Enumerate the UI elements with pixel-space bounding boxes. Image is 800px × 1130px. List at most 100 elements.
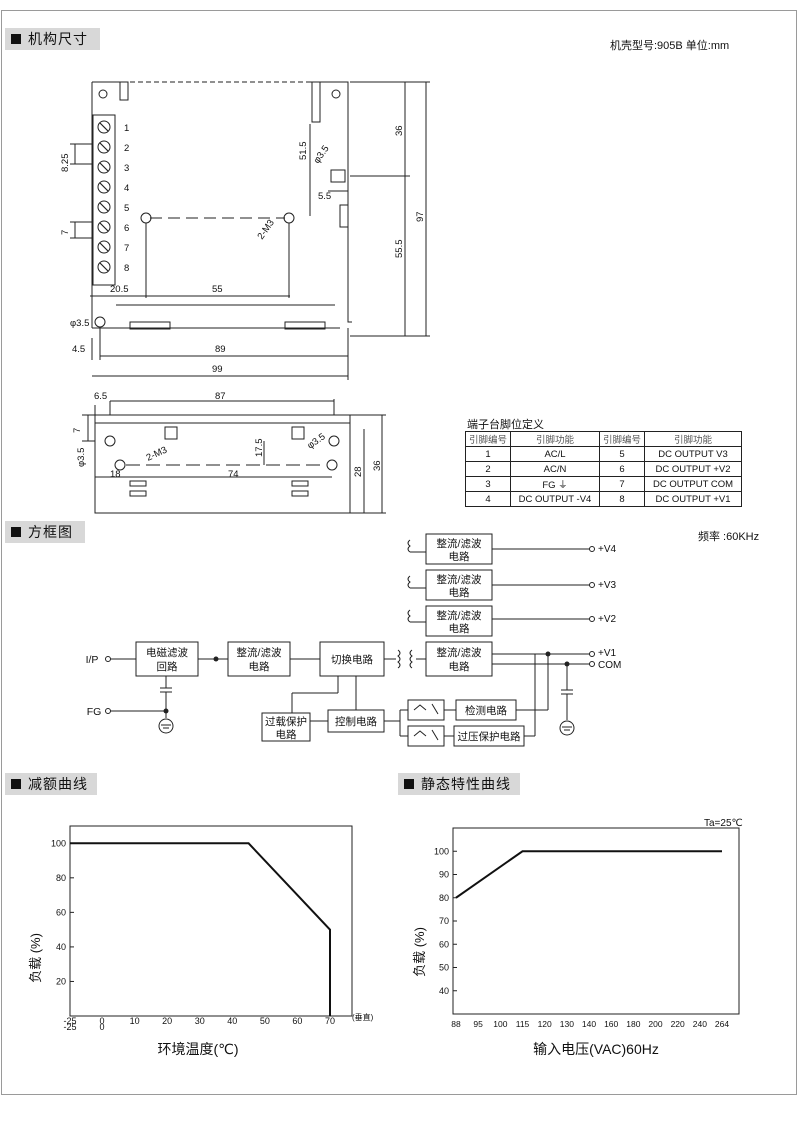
page-frame xyxy=(1,10,797,1095)
x-tick-label: 160 xyxy=(604,1019,618,1029)
terminal-7: 7 xyxy=(124,243,129,254)
table-cell: FG ⏚ xyxy=(510,476,601,492)
x-tick-label: 70 xyxy=(325,1016,335,1026)
out2-line1: 整流/滤波 xyxy=(437,609,482,622)
out4-line1: 整流/滤波 xyxy=(437,537,482,550)
output-v3: +V3 xyxy=(598,580,617,591)
x-tick-label: 10 xyxy=(130,1016,140,1026)
overload-line1: 过载保护 xyxy=(265,715,307,728)
dim-74: 74 xyxy=(228,469,239,480)
emi-line1: 电磁滤波 xyxy=(146,646,188,659)
terminal-3: 3 xyxy=(124,163,129,174)
x-tick-label: 120 xyxy=(538,1019,552,1029)
out1-line1: 整流/滤波 xyxy=(437,646,482,659)
out3-line1: 整流/滤波 xyxy=(437,573,482,586)
section-title: 减额曲线 xyxy=(28,776,88,792)
terminal-6: 6 xyxy=(124,223,129,234)
x-tick-label: 100 xyxy=(493,1019,507,1029)
x-tick-label: 30 xyxy=(195,1016,205,1026)
y-tick-label: 70 xyxy=(439,916,449,926)
output-v4: +V4 xyxy=(598,544,617,555)
y-tick-label: 40 xyxy=(56,942,66,952)
section-marker-icon xyxy=(11,34,21,44)
dim-phi-3-5-b: φ3.5 xyxy=(70,318,89,329)
y-tick-label: 20 xyxy=(56,976,66,986)
x-axis-label: 输入电压(VAC)60Hz xyxy=(533,1041,659,1057)
y-tick-label: 50 xyxy=(439,963,449,973)
x-tick-label: 220 xyxy=(671,1019,685,1029)
y-tick-label: 80 xyxy=(56,873,66,883)
header-pin-no: 引脚编号 xyxy=(464,431,512,447)
dim-89: 89 xyxy=(215,344,226,355)
series-line xyxy=(455,850,722,899)
y-tick-label: 80 xyxy=(439,893,449,903)
dim-55: 55 xyxy=(212,284,223,295)
dim-phi-3-5-side-a: φ3.5 xyxy=(76,448,87,467)
case-note: 机壳型号:905B 单位:mm xyxy=(610,40,730,52)
table-cell: DC OUTPUT COM xyxy=(644,476,743,492)
x-tick-label: 130 xyxy=(560,1019,574,1029)
y-tick-label: 90 xyxy=(439,870,449,880)
side-view-drawing: 6.5 87 7 φ3.5 17.5 φ3.5 2-M3 28 36 18 74 xyxy=(72,391,386,514)
ip-label: I/P xyxy=(86,654,99,666)
plot-area xyxy=(452,827,740,1015)
x-tick-label: 180 xyxy=(626,1019,640,1029)
section-header-block: 方框图 xyxy=(5,521,85,543)
table-cell: AC/N xyxy=(510,461,601,477)
overload-line2: 电路 xyxy=(276,728,297,741)
dim-87: 87 xyxy=(215,391,226,402)
dim-4-5: 4.5 xyxy=(72,344,85,355)
terminal-4: 4 xyxy=(124,183,129,194)
terminal-5: 5 xyxy=(124,203,129,214)
dim-17-5: 17.5 xyxy=(254,439,265,458)
y-tick-label: 100 xyxy=(434,846,449,856)
table-cell: 2 xyxy=(464,461,512,477)
dim-2-m3: 2-M3 xyxy=(255,218,276,242)
y-tick-label: 60 xyxy=(439,939,449,949)
header-pin-no-2: 引脚编号 xyxy=(599,431,646,447)
terminal-8: 8 xyxy=(124,263,129,274)
dim-2-m3-side: 2-M3 xyxy=(145,445,169,464)
dim-99: 99 xyxy=(212,364,223,375)
x-tick-label: 240 xyxy=(693,1019,707,1029)
out2-line2: 电路 xyxy=(449,622,470,635)
out3-line2: 电路 xyxy=(449,586,470,599)
out4-line2: 电路 xyxy=(449,550,470,563)
dim-7: 7 xyxy=(60,230,71,235)
x-tick-label: 264 xyxy=(715,1019,729,1029)
table-header-row: 引脚编号 引脚功能 引脚编号 引脚功能 xyxy=(464,431,743,447)
dim-5-5: 5.5 xyxy=(318,191,331,202)
section-marker-icon xyxy=(404,779,414,789)
dim-20-5: 20.5 xyxy=(110,284,129,295)
dim-36-side: 36 xyxy=(372,460,383,471)
emi-line2: 回路 xyxy=(157,660,178,673)
rect1-line2: 电路 xyxy=(249,660,270,673)
x-tick-label: -25 xyxy=(63,1016,76,1026)
control-label: 控制电路 xyxy=(335,715,377,728)
section-title: 方框图 xyxy=(28,524,73,540)
out1-line2: 电路 xyxy=(449,660,470,673)
rect1-line1: 整流/滤波 xyxy=(237,646,282,659)
header-pin-func: 引脚功能 xyxy=(510,431,601,447)
table-cell: DC OUTPUT V3 xyxy=(644,446,743,462)
fg-label: FG xyxy=(87,706,102,718)
table-cell: DC OUTPUT +V2 xyxy=(644,461,743,477)
output-com: COM xyxy=(598,660,621,671)
unit-note: (垂直) xyxy=(352,1012,374,1022)
x-tick-label: 95 xyxy=(473,1019,483,1029)
series-line xyxy=(70,842,331,1016)
y-tick-label: 100 xyxy=(51,838,66,848)
x-tick-label: 115 xyxy=(516,1019,530,1029)
table-cell: DC OUTPUT -V4 xyxy=(510,491,601,507)
table-cell: 5 xyxy=(599,446,646,462)
dim-7-side: 7 xyxy=(72,428,83,433)
dim-phi-3-5-a: φ3.5 xyxy=(311,144,331,166)
dim-28: 28 xyxy=(353,466,364,477)
x-tick-row2: -25 xyxy=(63,1022,76,1032)
output-v1: +V1 xyxy=(598,648,617,659)
ta-note: Ta=25℃ xyxy=(704,818,743,829)
